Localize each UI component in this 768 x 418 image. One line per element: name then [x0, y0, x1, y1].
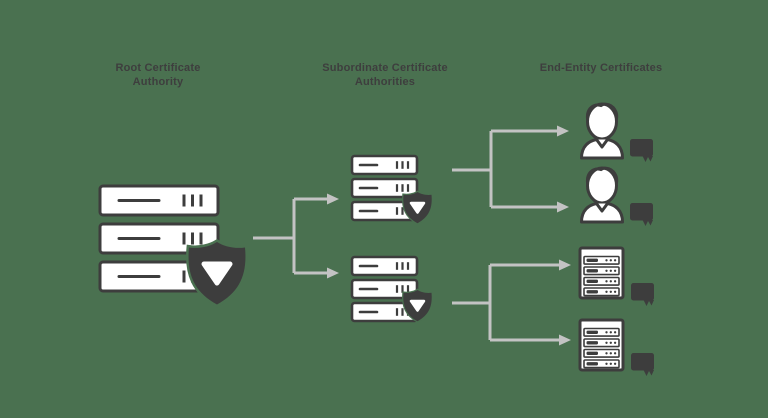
- shield-icon: [189, 242, 246, 305]
- end-entity-server-1: [580, 248, 654, 306]
- user-icon: [580, 166, 624, 224]
- connector-subordinate1-to-users: [452, 125, 569, 213]
- connector-subordinate2-to-servers: [452, 259, 571, 346]
- end-entity-heading: End-Entity Certificates: [539, 62, 663, 74]
- user-icon: [580, 102, 624, 160]
- subordinate-ca-1-icon: [350, 154, 433, 225]
- certificate-badge-icon: [631, 283, 654, 306]
- root-ca-icon: [98, 184, 246, 305]
- certificate-badge-icon: [630, 139, 653, 162]
- connector-root-to-subordinates: [253, 193, 339, 279]
- root-ca-heading: Root Certificate Authority: [115, 62, 201, 88]
- server-rack-icon: [580, 320, 623, 370]
- certificate-badge-icon: [630, 203, 653, 226]
- subordinate-ca-2-icon: [350, 255, 433, 323]
- end-entity-user-1: [580, 102, 653, 162]
- end-entity-server-2: [580, 320, 654, 376]
- end-entity-user-2: [580, 166, 653, 226]
- server-rack-icon: [580, 248, 623, 298]
- certificate-badge-icon: [631, 353, 654, 376]
- subordinate-ca-heading: Subordinate Certificate Authorities: [322, 62, 448, 88]
